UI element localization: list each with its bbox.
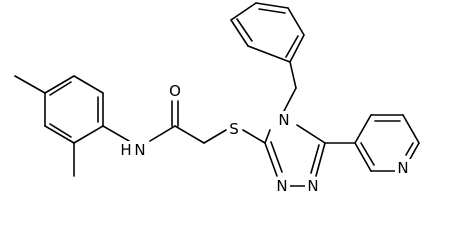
- atom-labels: N H O S N N N N: [120, 82, 411, 195]
- thioether-sulfur: S: [227, 120, 241, 138]
- bond-lines: [14, 2, 420, 187]
- triazole-nitrogen-4: N: [276, 111, 292, 129]
- triazole-nitrogen-2: N: [305, 177, 321, 195]
- svg-text:N: N: [134, 141, 145, 159]
- chemical-structure: N H O S N N N N: [14, 2, 420, 195]
- pyridine-nitrogen: N: [395, 159, 411, 177]
- ch2-phenyl-bond: [289, 61, 297, 89]
- s-triazole-bond: [242, 129, 266, 144]
- amide-nitrogen: N: [131, 141, 147, 159]
- methyl-para-bond: [14, 75, 46, 94]
- triazole-nitrogen-1: N: [274, 177, 290, 195]
- dimethylphenyl-ring: [44, 75, 104, 144]
- svg-text:O: O: [169, 82, 181, 100]
- n-carbonyl-bond: [149, 125, 176, 142]
- svg-text:N: N: [307, 177, 318, 195]
- triazole-ring: [264, 124, 326, 187]
- svg-text:N: N: [276, 177, 287, 195]
- n4-ch2-bond: [283, 87, 297, 112]
- svg-text:H: H: [120, 141, 131, 159]
- benzyl-phenyl-ring: [230, 2, 305, 63]
- ch2-s-bond: [203, 129, 227, 144]
- amide-hydrogen: H: [120, 141, 132, 159]
- aryl-n-bond: [102, 125, 130, 142]
- svg-text:N: N: [278, 111, 289, 129]
- carbonyl-ch2-bond: [174, 125, 205, 144]
- svg-text:S: S: [229, 120, 239, 138]
- pyridine-ring: [354, 114, 420, 172]
- svg-text:N: N: [397, 159, 408, 177]
- carbonyl-oxygen: O: [167, 82, 183, 100]
